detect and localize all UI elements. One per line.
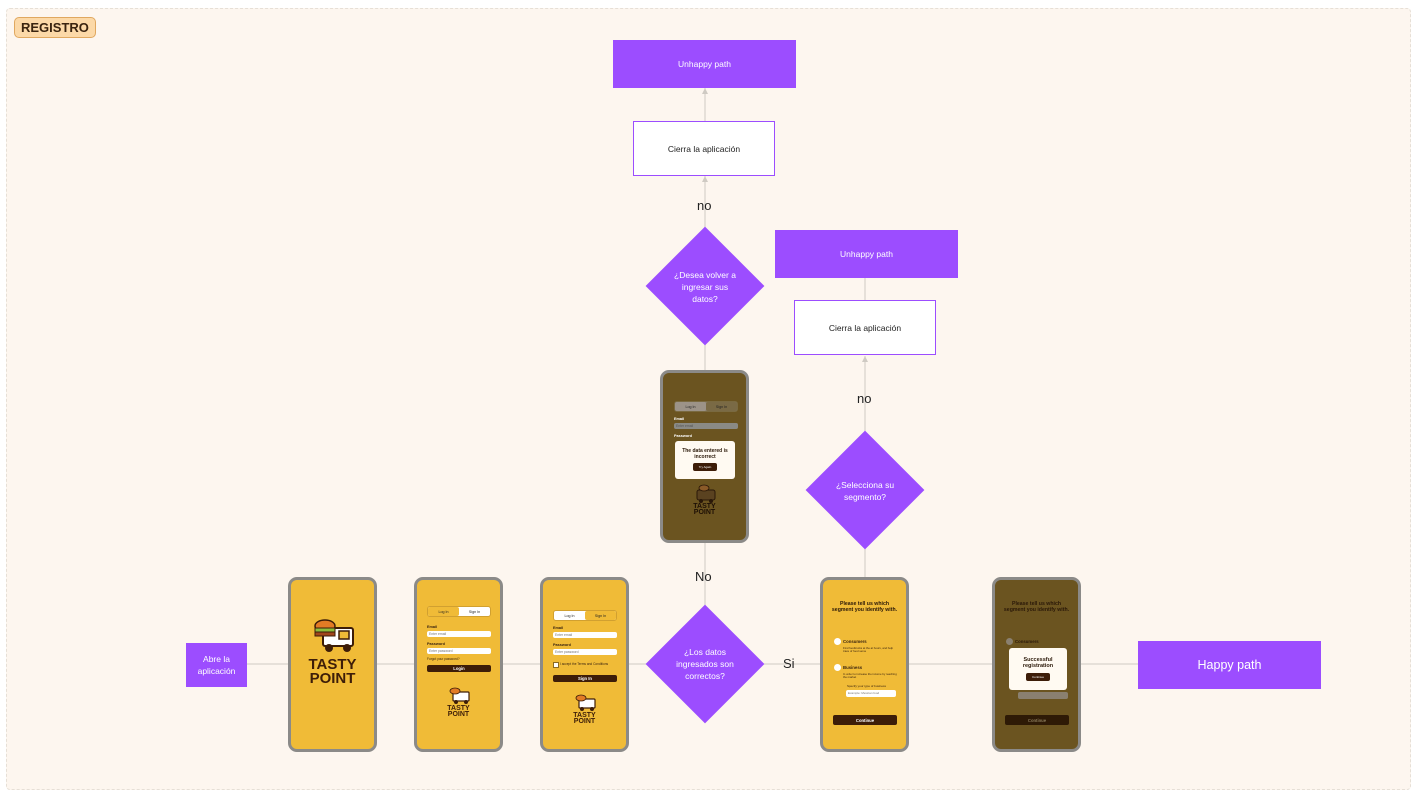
close-app-right[interactable]: Cierra la aplicación [794, 300, 936, 355]
edge-label-no-retry: no [697, 198, 712, 213]
consumers-label: Consumers [843, 639, 867, 644]
close-app-right-label: Cierra la aplicación [828, 322, 902, 333]
business-radio[interactable] [834, 664, 841, 671]
email-label: Email [674, 417, 685, 421]
brand-line-1: TASTY [447, 705, 470, 712]
email-field[interactable]: Enter email [427, 631, 491, 637]
continue-button[interactable]: Continue [833, 715, 897, 725]
email-field[interactable]: Enter email [674, 423, 738, 429]
phone-login-screen: Log In Sign In Email Enter email Passwor… [414, 577, 503, 752]
password-label: Password [674, 434, 692, 438]
phone-splash-screen: TASTY POINT [288, 577, 377, 752]
signin-button[interactable]: Sign In [553, 675, 617, 682]
business-description: In order to increase the income by reach… [843, 672, 897, 680]
brand-logo-text: TASTY POINT [417, 705, 500, 719]
tab-login[interactable]: Log In [675, 402, 706, 411]
section-label[interactable]: REGISTRO [14, 17, 96, 38]
truck-logo-icon [696, 484, 716, 503]
brand-line-1: TASTY [693, 503, 716, 510]
forgot-password-link[interactable]: Forgot your password? [427, 657, 460, 661]
brand-line-2: POINT [573, 718, 596, 726]
brand-line-2: POINT [447, 711, 470, 719]
arrowhead [702, 88, 708, 94]
phone-success-screen: Please tell us which segment you identif… [992, 577, 1081, 752]
success-modal: Successful registration Continue [1009, 648, 1067, 690]
error-tabs[interactable]: Log In Sign In [674, 401, 738, 412]
happy-path-node[interactable]: Happy path [1138, 641, 1321, 689]
tab-signin[interactable]: Sign In [468, 609, 481, 614]
email-field[interactable]: Enter email [553, 632, 617, 638]
decision-data-label: ¿Los datos ingresados son correctos? [676, 646, 734, 682]
terms-label: I accept the Terms and Conditions [560, 662, 609, 666]
login-tabs[interactable]: Log In Sign In [427, 606, 491, 617]
password-field[interactable]: Enter password [427, 648, 491, 654]
brand-line-2: POINT [693, 509, 716, 517]
email-label: Email [427, 625, 438, 629]
tab-signin[interactable]: Sign In [706, 402, 737, 411]
success-heading: Please tell us which segment you identif… [1003, 601, 1070, 613]
close-app-top-label: Cierra la aplicación [667, 143, 741, 154]
truck-logo-icon [575, 694, 596, 711]
tab-signin[interactable]: Sign In [585, 611, 616, 620]
truck-logo-icon [314, 619, 354, 652]
brand-logo-text: TASTY POINT [543, 712, 626, 726]
brand-logo-text: TASTY POINT [291, 656, 374, 687]
signin-tabs[interactable]: Log In Sign In [553, 610, 617, 621]
error-modal-text: The data entered is incorrect [682, 447, 728, 460]
business-label: Business [843, 665, 863, 670]
email-label: Email [553, 626, 564, 630]
decision-retry-label: ¿Desea volver a ingresar sus datos? [674, 269, 736, 305]
start-node-label: Abre la aplicación [197, 653, 236, 676]
arrowhead [862, 356, 868, 362]
business-type-field[interactable] [1018, 692, 1068, 699]
segment-heading: Please tell us which segment you identif… [831, 601, 898, 613]
unhappy-path-top[interactable]: Unhappy path [613, 40, 796, 88]
brand-line-2: POINT [309, 669, 356, 687]
close-app-top[interactable]: Cierra la aplicación [633, 121, 775, 176]
unhappy-path-right[interactable]: Unhappy path [775, 230, 958, 278]
brand-logo-text: TASTY POINT [663, 503, 746, 517]
business-type-field[interactable]: Example: Mexican food [846, 690, 896, 697]
truck-logo-icon [449, 687, 470, 704]
tab-login[interactable]: Log In [428, 607, 459, 616]
success-modal-text: Successful registration [1022, 656, 1054, 669]
password-label: Password [427, 642, 445, 646]
edge-label-no-data: No [695, 569, 712, 584]
password-field[interactable]: Enter password [553, 649, 617, 655]
phone-segment-screen: Please tell us which segment you identif… [820, 577, 909, 752]
phone-error-screen: Log In Sign In Email Enter email Passwor… [660, 370, 749, 543]
try-again-button[interactable]: Try Again [692, 463, 718, 472]
edge-label-no-segment: no [857, 391, 872, 406]
consumers-radio[interactable] [834, 638, 841, 645]
password-label: Password [553, 643, 571, 647]
continue-button[interactable]: Continue [1005, 715, 1069, 725]
happy-path-label: Happy path [1197, 658, 1262, 672]
success-continue-button[interactable]: Continue [1025, 673, 1050, 682]
consumers-description: Find foodtrucks at the at hours, and hel… [843, 646, 894, 654]
error-modal: The data entered is incorrect Try Again [675, 441, 735, 479]
brand-line-1: TASTY [308, 656, 357, 673]
start-node[interactable]: Abre la aplicación [186, 643, 247, 687]
decision-segment-label: ¿Selecciona su segmento? [835, 479, 895, 502]
tab-login[interactable]: Log In [564, 613, 575, 618]
consumers-radio[interactable] [1006, 638, 1013, 645]
edge-label-yes-data: Si [783, 656, 795, 671]
business-type-label: Specify your type of business [847, 684, 887, 688]
unhappy-path-top-label: Unhappy path [678, 59, 731, 69]
brand-line-1: TASTY [573, 712, 596, 719]
phone-signin-screen: Log In Sign In Email Enter email Passwor… [540, 577, 629, 752]
arrowhead [702, 176, 708, 182]
unhappy-path-right-label: Unhappy path [840, 249, 893, 259]
login-button[interactable]: Login [427, 665, 491, 672]
terms-checkbox[interactable] [553, 662, 559, 668]
consumers-label: Consumers [1015, 639, 1039, 644]
